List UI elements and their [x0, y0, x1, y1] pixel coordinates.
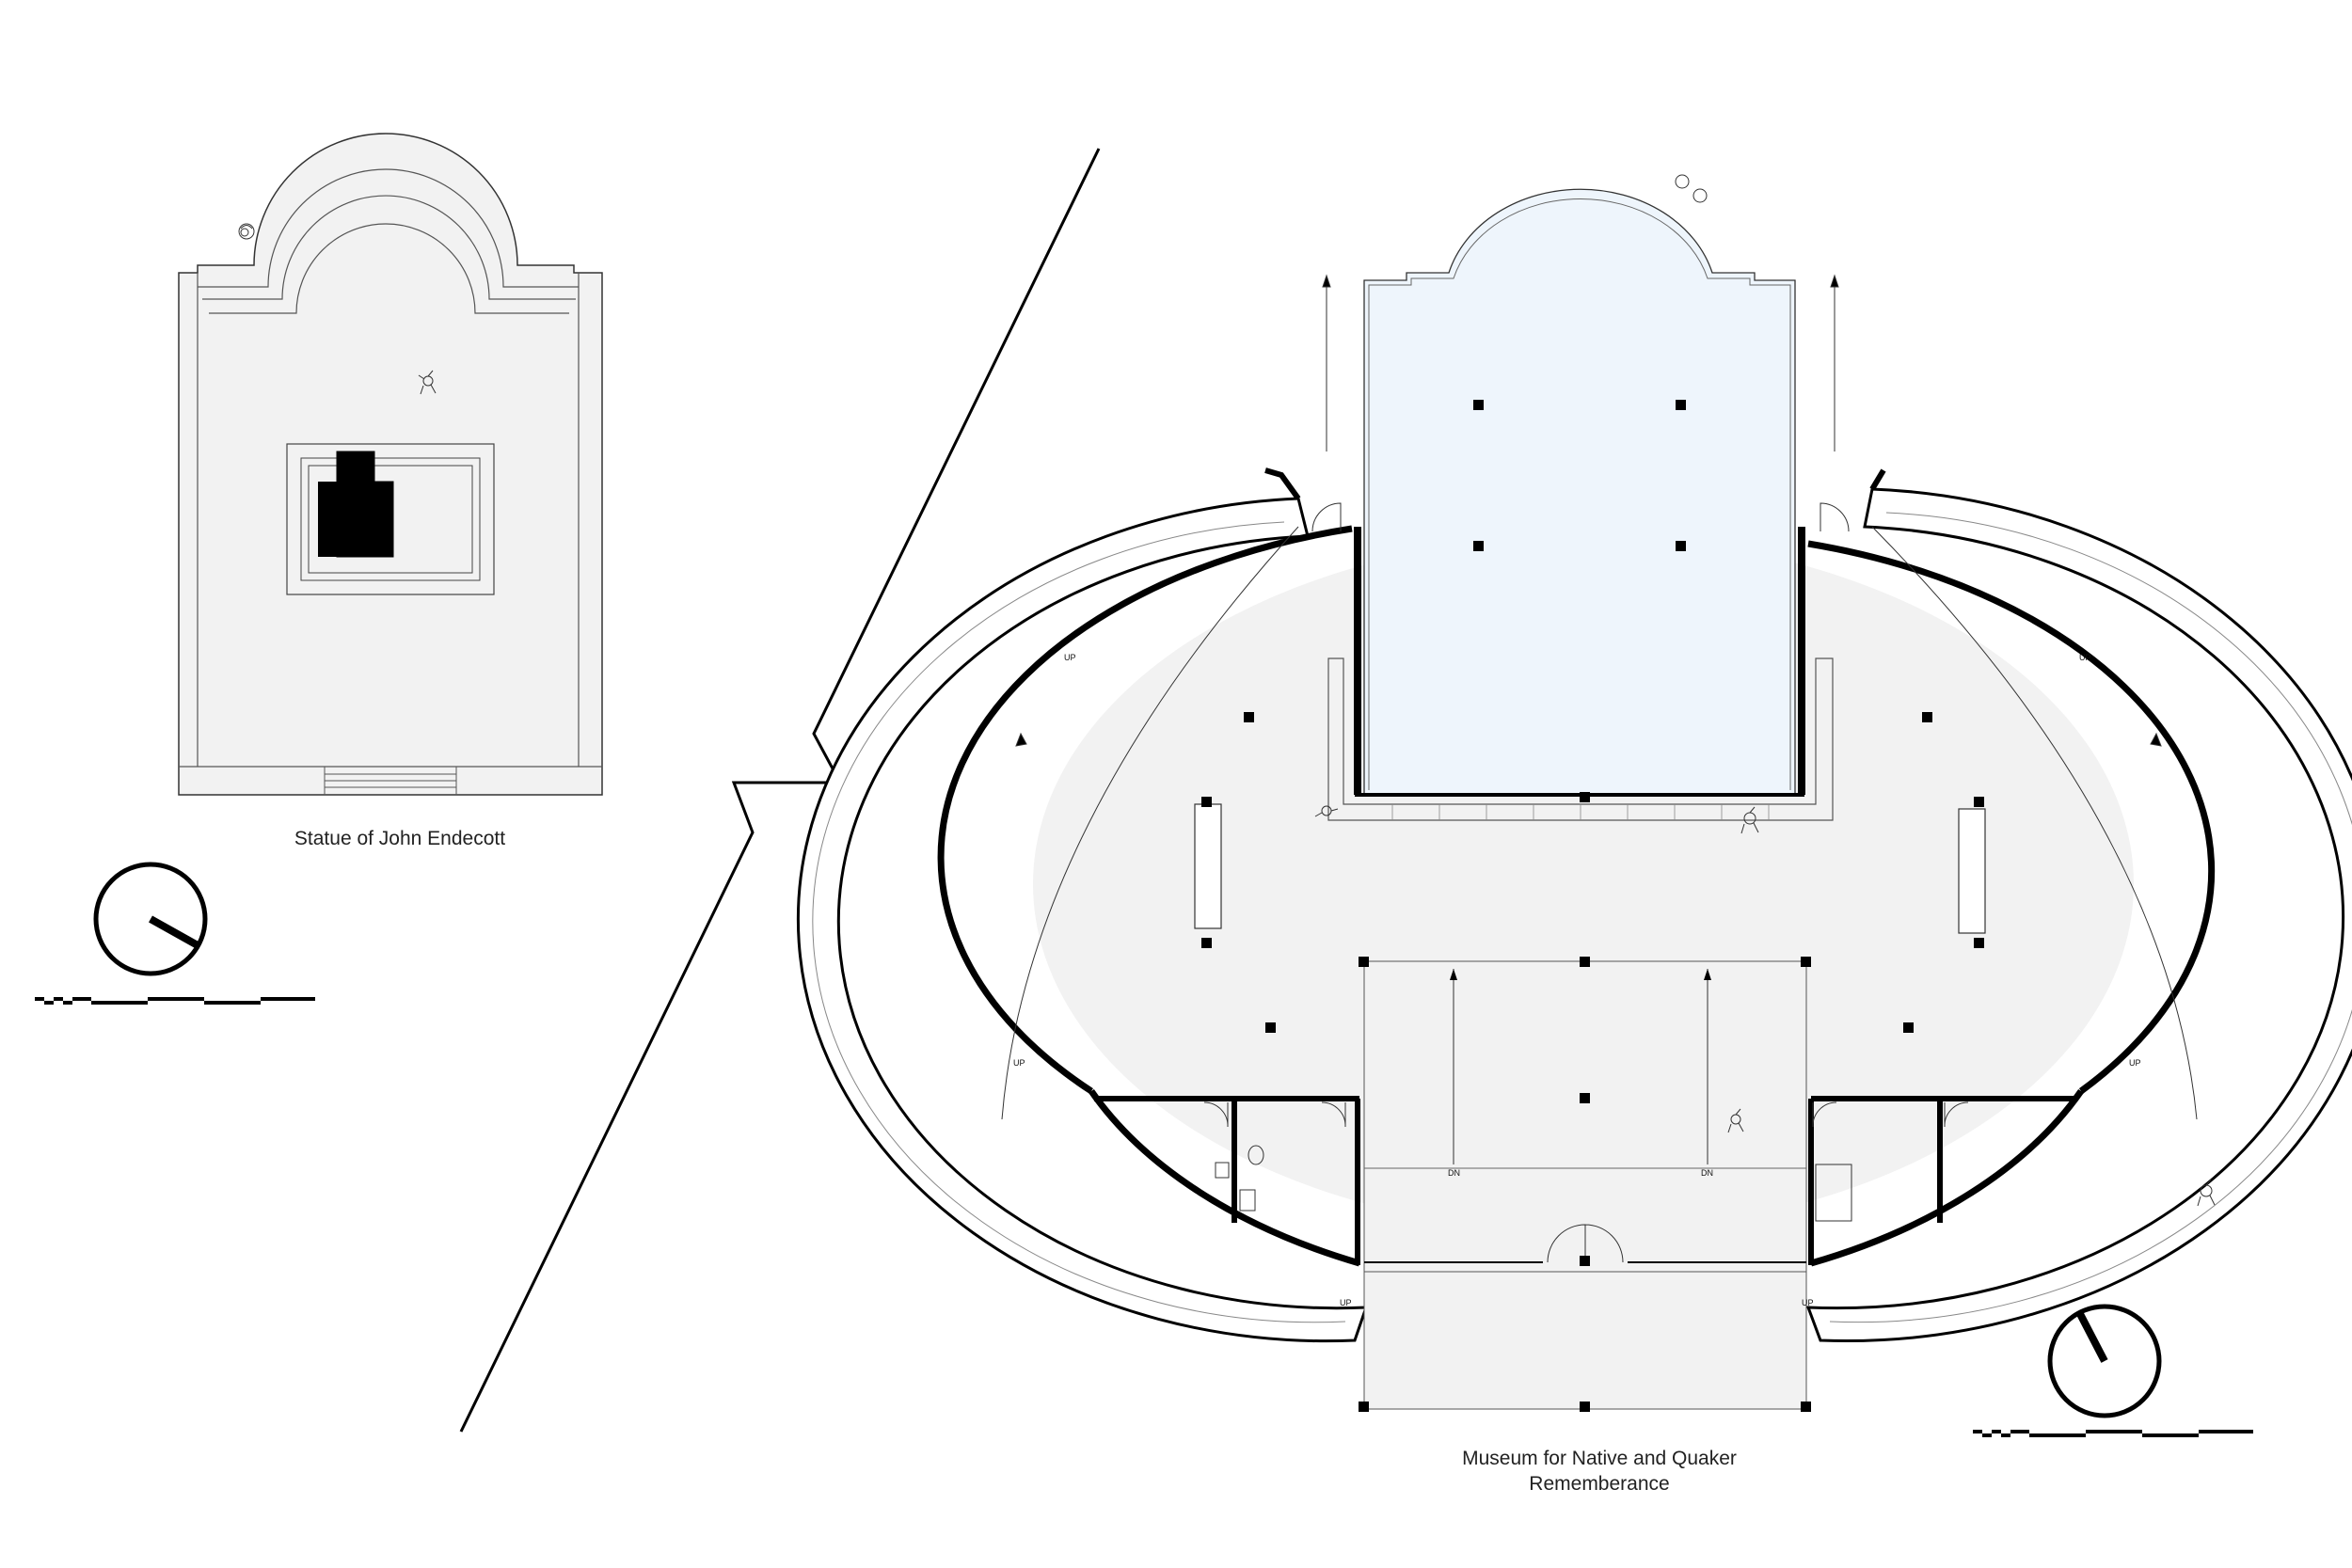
person-icon [418, 370, 437, 395]
up-label: UP [1064, 653, 1076, 662]
down-label: DN [1701, 1168, 1713, 1178]
statue-plan [35, 133, 603, 1005]
toilet-icon [1215, 1145, 1264, 1179]
tree-icon [238, 223, 255, 240]
sink-icon [1239, 1189, 1256, 1212]
north-arrow-icon [2047, 1304, 2162, 1418]
statue-plan-caption: Statue of John Endecott [235, 826, 564, 851]
oval-wall-right [1807, 540, 2216, 1094]
scale-bar-icon [35, 997, 315, 1005]
statue-arch-inner [198, 168, 579, 288]
courtyard-inner-line [1368, 198, 1791, 790]
up-label: UP [1802, 1298, 1814, 1307]
statue-base [336, 451, 394, 558]
bench-divisions [1391, 804, 1770, 820]
person-icon [1727, 1108, 1744, 1133]
north-arrow-icon [93, 862, 208, 976]
door-swing-icon [1311, 502, 1850, 532]
statue-caption-text: Statue of John Endecott [294, 828, 506, 849]
main-hall-floor [1033, 536, 2134, 1232]
up-label: UP [1340, 1298, 1352, 1307]
museum-plan-caption: Museum for Native and Quaker Rememberanc… [1392, 1446, 1806, 1497]
oval-wall-lower-right [1810, 1088, 2084, 1267]
person-icon [1314, 805, 1339, 817]
break-line [459, 148, 1101, 1433]
museum-plan: UP UP UP UP UP UP DN DN [796, 174, 2352, 1437]
person-icon [1740, 806, 1759, 834]
courtyard-stair-arrows [1322, 274, 1839, 451]
statue-steps [324, 767, 457, 795]
person-icon [2197, 1179, 2216, 1207]
service-rooms-left [1094, 1096, 1360, 1265]
scale-bar-icon [1973, 1430, 2253, 1437]
display-case-left [1194, 803, 1222, 929]
tree-icon [1675, 174, 1708, 203]
ring-walkway-right [1805, 487, 2352, 1342]
ring-cap-left [1264, 467, 1301, 500]
museum-caption-line2: Rememberance [1529, 1473, 1670, 1495]
display-case-right [1958, 808, 1986, 934]
statue-plinth-inner-2 [308, 465, 473, 574]
courtyard-bench [1327, 657, 1834, 821]
statue-arch-inner-2 [202, 195, 576, 300]
statue-base-left [318, 482, 337, 557]
courtyard [1363, 188, 1796, 796]
service-rooms-right [1808, 1096, 2077, 1265]
oval-wall-left [937, 525, 1353, 1094]
double-door [1547, 1224, 1624, 1263]
porch-floor [1363, 1271, 1807, 1410]
up-label: UP [2129, 1058, 2141, 1068]
up-label: UP [1013, 1058, 1025, 1068]
ring-walkway [796, 497, 1369, 1343]
ring-stair-arrows [1001, 526, 2198, 1120]
ring-inner-line-right [1829, 512, 2352, 1323]
ring-cap-right [1869, 468, 1886, 491]
statue-arch-inner-3 [209, 223, 569, 314]
museum-caption-line1: Museum for Native and Quaker [1462, 1448, 1737, 1469]
oval-wall-lower-left [1089, 1089, 1360, 1267]
up-label: UP [2079, 653, 2091, 662]
entry-hall-floor [1363, 960, 1807, 1273]
column-icon [1201, 400, 1984, 1412]
entry-hall [1364, 969, 1806, 1263]
down-label: DN [1448, 1168, 1460, 1178]
ring-inner-line-left [812, 521, 1346, 1323]
